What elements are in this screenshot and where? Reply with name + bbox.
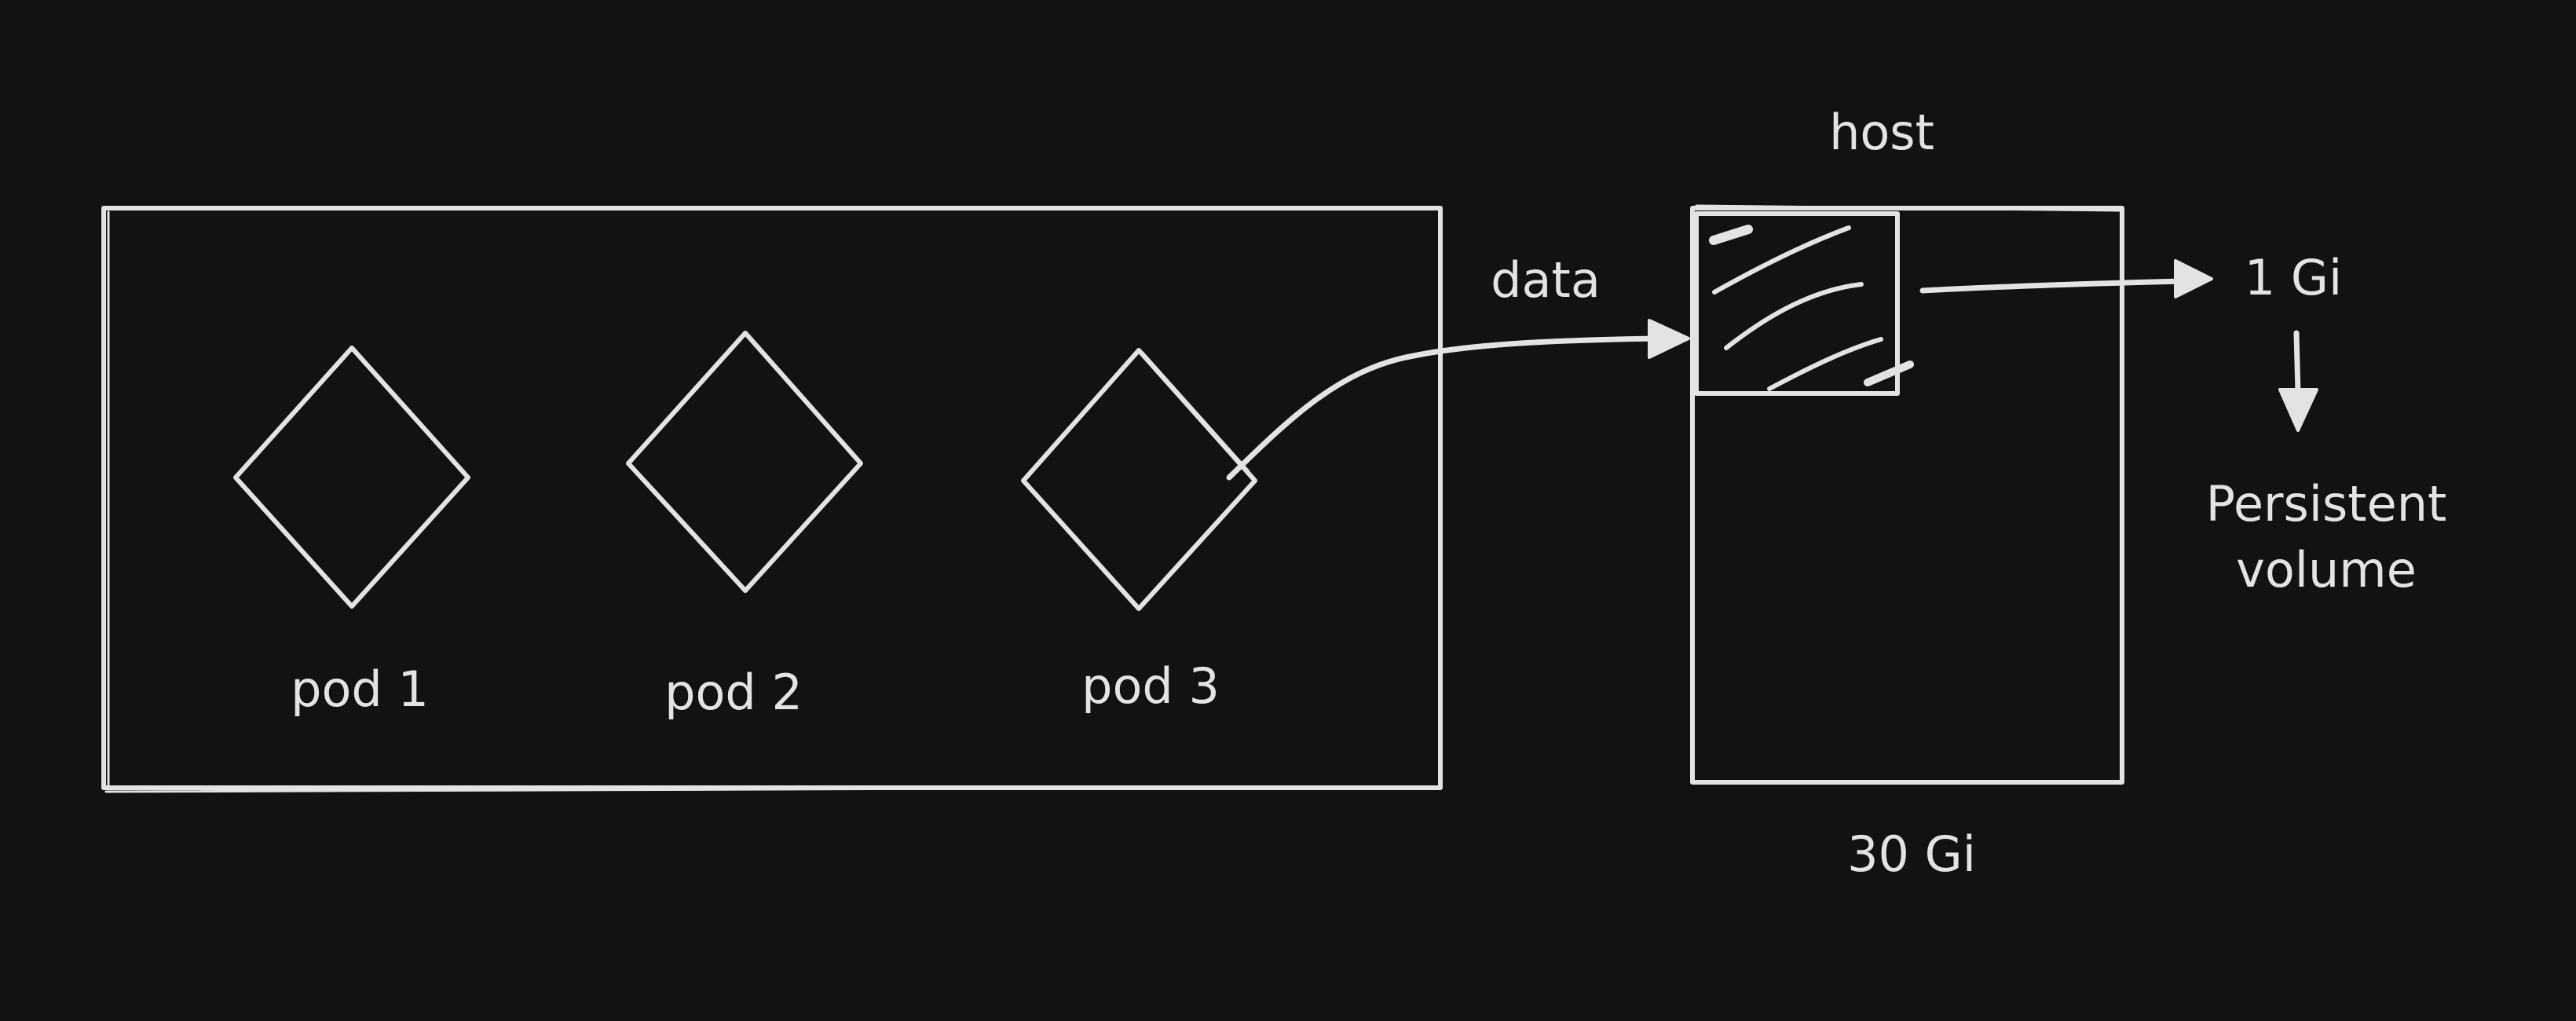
pod-1: pod 1	[233, 346, 470, 718]
persistent-volume-label: Persistent volume	[2206, 475, 2447, 598]
pod-2-shape	[626, 331, 863, 593]
pod-2-label: pod 2	[664, 664, 803, 721]
persistent-volume-line-1: Persistent	[2206, 475, 2447, 532]
data-arrow: data	[1226, 251, 1690, 481]
data-arrow-label: data	[1491, 251, 1601, 309]
host-label: host	[1829, 104, 1934, 161]
volume-arrow	[2278, 330, 2318, 432]
pod-cluster-box	[101, 206, 1443, 793]
persistent-volume-line-2: volume	[2236, 541, 2417, 598]
pod-3: pod 3	[1021, 348, 1257, 715]
allocated-volume-block	[1694, 211, 1914, 396]
pod-3-label: pod 3	[1081, 657, 1220, 715]
allocation-arrow: 1 Gi	[1919, 249, 2342, 306]
pod-1-shape	[233, 346, 470, 609]
host-capacity-label: 30 Gi	[1847, 825, 1976, 883]
host-box: host 30 Gi	[1690, 104, 2124, 883]
pod-1-label: pod 1	[291, 661, 429, 718]
allocation-label: 1 Gi	[2245, 249, 2342, 306]
pod-2: pod 2	[626, 331, 863, 721]
pod-3-shape	[1021, 348, 1257, 611]
